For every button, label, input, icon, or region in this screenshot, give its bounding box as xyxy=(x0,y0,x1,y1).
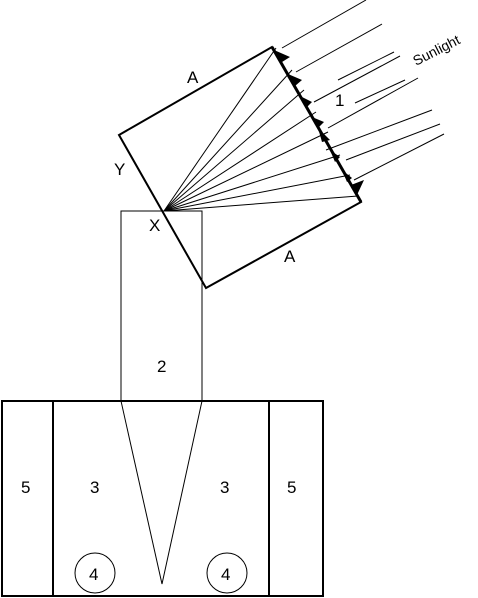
label-side-a-top: A xyxy=(187,68,199,87)
label-focus-x: X xyxy=(149,216,160,235)
receiver-probe xyxy=(120,210,203,585)
label-chamber-right: 3 xyxy=(220,478,229,497)
label-wall-left: 5 xyxy=(21,478,30,497)
label-side-y: Y xyxy=(114,160,125,179)
label-chamber-left: 3 xyxy=(90,478,99,497)
sunlight-rays xyxy=(281,0,445,181)
circle-right xyxy=(206,552,248,594)
label-probe: 2 xyxy=(157,357,166,376)
base-chamber xyxy=(1,400,324,597)
label-circle-left: 4 xyxy=(89,565,98,584)
reflected-rays xyxy=(163,47,359,212)
label-side-a-bottom: A xyxy=(284,247,296,266)
circle-left xyxy=(74,552,116,594)
label-sunlight: Sunlight xyxy=(410,31,462,68)
label-wall-right: 5 xyxy=(287,478,296,497)
fresnel-mirror xyxy=(270,46,364,203)
label-mirror: 1 xyxy=(335,91,344,110)
collector-frame xyxy=(117,45,363,290)
label-circle-right: 4 xyxy=(221,565,230,584)
